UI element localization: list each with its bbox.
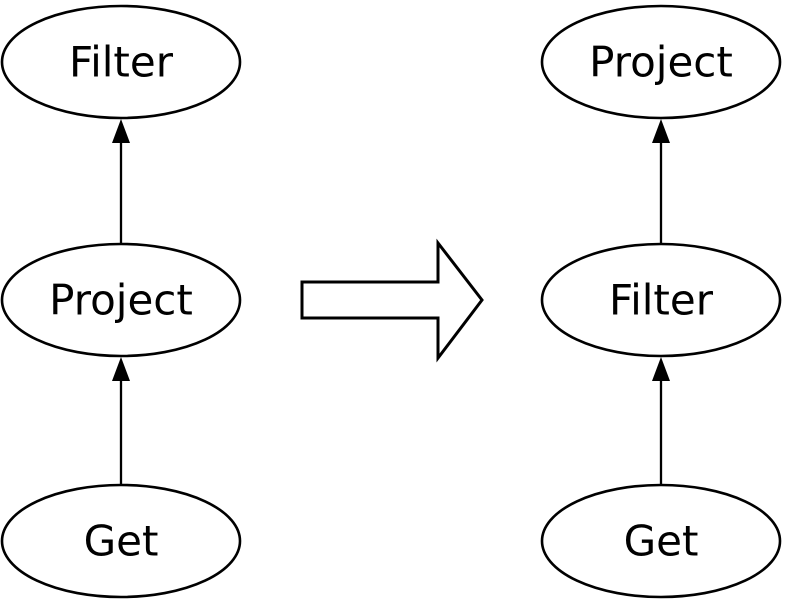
arrowhead-icon [112,357,130,381]
node-label: Get [84,517,159,566]
node-right-filter: Filter [540,242,782,358]
edge-left-get-project [112,357,130,484]
node-right-project: Project [540,4,782,120]
node-label: Project [589,38,733,87]
right-tree: Project Filter Get [540,4,782,599]
node-label: Filter [609,276,714,325]
edge-right-get-filter [652,357,670,484]
node-label: Get [624,517,699,566]
node-label: Project [49,276,193,325]
node-right-get: Get [540,483,782,599]
right-block-arrow-icon [300,238,484,363]
transform-arrow [300,238,484,363]
node-label: Filter [69,38,174,87]
arrowhead-icon [112,119,130,143]
left-tree: Filter Project Get [0,4,242,599]
arrowhead-icon [652,357,670,381]
node-left-project: Project [0,242,242,358]
arrowhead-icon [652,119,670,143]
node-left-filter: Filter [0,4,242,120]
edge-right-filter-project [652,119,670,243]
node-left-get: Get [0,483,242,599]
edge-left-project-filter [112,119,130,243]
